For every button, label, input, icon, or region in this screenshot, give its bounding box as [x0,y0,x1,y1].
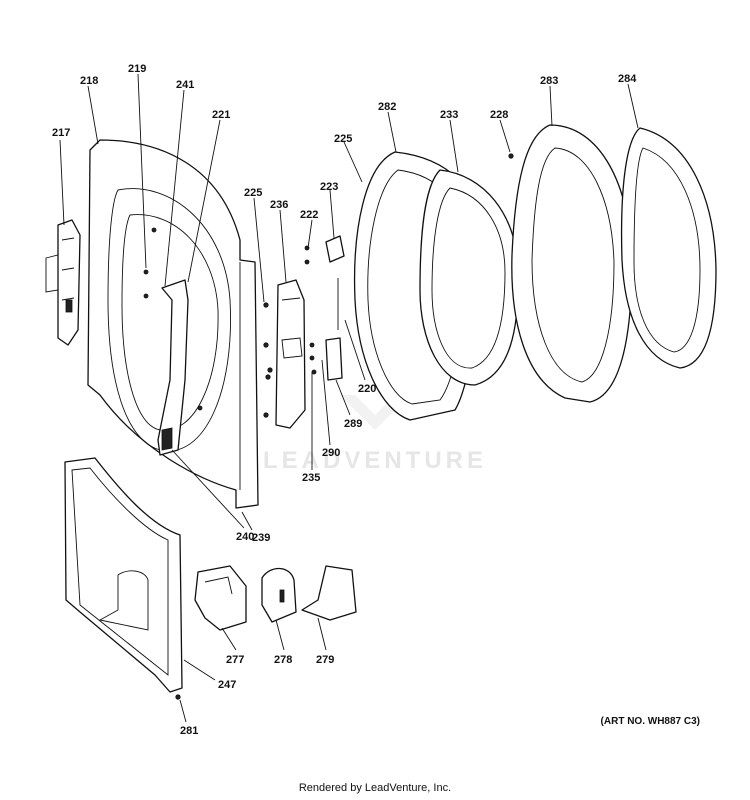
part-217-bracket [45,219,81,346]
callout-233: 233 [440,109,458,121]
part-283-door-ring [511,124,633,403]
part-279-bracket [301,565,357,621]
part-247-kickplate [64,457,183,693]
callout-235: 235 [302,472,320,484]
art-number: (ART NO. WH887 C3) [600,716,700,727]
callout-220: 220 [358,383,376,395]
callout-labels: 217 218 219 241 221 225 236 222 223 225 … [52,63,637,737]
callout-279: 279 [316,654,334,666]
leader-lines [59,73,639,723]
callout-282: 282 [378,101,396,113]
callout-219: 219 [128,63,146,75]
screw-228 [508,153,514,159]
screw-281 [175,694,181,700]
callout-289: 289 [344,418,362,430]
part-233-door-glass [419,169,519,386]
part-241-latch-strip [157,279,189,456]
callout-277: 277 [226,654,244,666]
watermark: LEADVENTURE [263,447,487,474]
callout-236: 236 [270,199,288,211]
callout-222: 222 [300,209,318,221]
footer-credit: Rendered by LeadVenture, Inc. [298,782,452,794]
callout-283: 283 [540,75,558,87]
screw-set-225 [263,302,273,418]
callout-225-right: 225 [334,133,352,145]
callout-284: 284 [618,73,637,85]
callout-239: 239 [252,532,270,544]
part-284-outer-door [620,127,717,369]
callout-281: 281 [180,725,198,737]
callout-278: 278 [274,654,292,666]
callout-221: 221 [212,109,230,121]
callout-228: 228 [490,109,508,121]
part-289-actuator [309,337,343,381]
part-278-cover [261,567,297,623]
part-223-door-lock [304,235,345,330]
part-277-housing [194,565,247,631]
part-236-hinge-plate [275,279,306,429]
callout-223: 223 [320,181,338,193]
callout-240: 240 [236,531,254,543]
callout-225-left: 225 [244,187,262,199]
callout-247: 247 [218,679,236,691]
callout-218: 218 [80,75,98,87]
callout-217: 217 [52,127,70,139]
callout-241: 241 [176,79,194,91]
callout-290: 290 [322,447,340,459]
